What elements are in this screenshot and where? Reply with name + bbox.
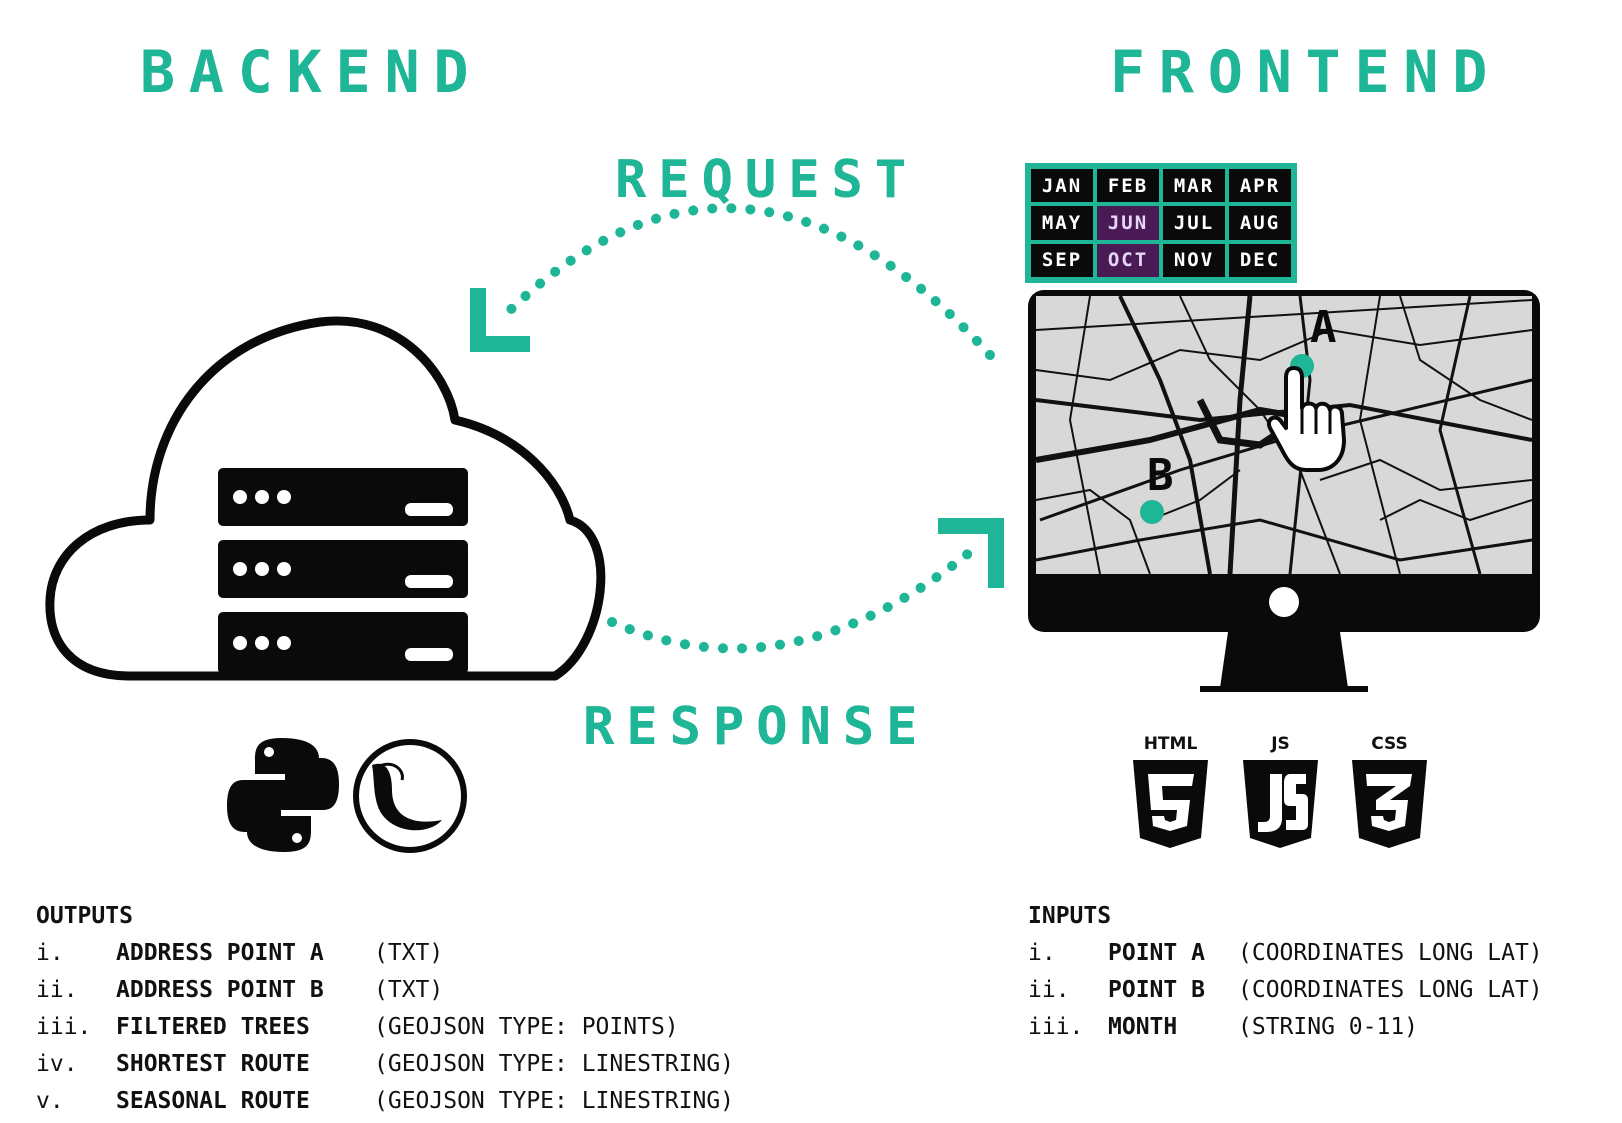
list-item-key: ADDRESS POINT B	[116, 977, 324, 1003]
list-item-key: POINT B	[1108, 977, 1205, 1003]
css3-icon	[1352, 760, 1427, 848]
month-cell-sep[interactable]: SEP	[1031, 243, 1093, 277]
list-item-number: iv.	[36, 1051, 78, 1077]
server-unit-2	[218, 540, 468, 598]
list-item-value: (TXT)	[374, 977, 444, 1003]
month-cell-oct[interactable]: OCT	[1097, 243, 1159, 277]
list-item-key: SEASONAL ROUTE	[116, 1088, 310, 1114]
list-item-number: iii.	[36, 1014, 92, 1040]
month-cell-apr[interactable]: APR	[1229, 169, 1291, 203]
month-cell-nov[interactable]: NOV	[1163, 243, 1225, 277]
list-item: iii. FILTERED TREES (GEOJSON TYPE: POINT…	[36, 1009, 734, 1046]
list-item-value: (COORDINATES LONG LAT)	[1238, 977, 1543, 1003]
request-arrowhead-icon	[470, 288, 530, 352]
list-item-key: SHORTEST ROUTE	[116, 1051, 310, 1077]
list-item-number: i.	[1028, 940, 1056, 966]
flask-icon	[353, 739, 467, 853]
css-label: CSS	[1371, 734, 1408, 754]
month-cell-mar[interactable]: MAR	[1163, 169, 1225, 203]
response-arrowhead-icon	[938, 518, 1004, 588]
list-item-value: (GEOJSON TYPE: POINTS)	[374, 1014, 679, 1040]
html5-icon	[1133, 760, 1208, 848]
inputs-list: INPUTS i. POINT A (COORDINATES LONG LAT)…	[1028, 898, 1543, 1046]
list-item-key: POINT A	[1108, 940, 1205, 966]
list-item: i. ADDRESS POINT A (TXT)	[36, 935, 734, 972]
response-label: RESPONSE	[583, 697, 930, 757]
js-icon	[1243, 760, 1318, 848]
list-item-key: FILTERED TREES	[116, 1014, 310, 1040]
outputs-list: OUTPUTS i. ADDRESS POINT A (TXT) ii. ADD…	[36, 898, 734, 1120]
server-unit-3	[218, 612, 468, 674]
month-cell-jul[interactable]: JUL	[1163, 206, 1225, 240]
month-cell-feb[interactable]: FEB	[1097, 169, 1159, 203]
list-item: ii. POINT B (COORDINATES LONG LAT)	[1028, 972, 1543, 1009]
month-cell-dec[interactable]: DEC	[1229, 243, 1291, 277]
map-point-a-label: A	[1310, 302, 1337, 353]
month-cell-jan[interactable]: JAN	[1031, 169, 1093, 203]
month-cell-aug[interactable]: AUG	[1229, 206, 1291, 240]
list-item-value: (COORDINATES LONG LAT)	[1238, 940, 1543, 966]
server-unit-1	[218, 468, 468, 526]
list-item-value: (STRING 0-11)	[1238, 1014, 1419, 1040]
month-cell-may[interactable]: MAY	[1031, 206, 1093, 240]
list-item-number: iii.	[1028, 1014, 1084, 1040]
outputs-heading: OUTPUTS	[36, 903, 133, 929]
list-item: v. SEASONAL ROUTE (GEOJSON TYPE: LINESTR…	[36, 1083, 734, 1120]
request-label: REQUEST	[615, 150, 919, 210]
hand-cursor-icon	[1267, 366, 1346, 472]
list-item-key: MONTH	[1108, 1014, 1178, 1040]
html-label: HTML	[1143, 734, 1198, 754]
response-arrow-path	[607, 543, 980, 654]
frontend-title: FRONTEND	[1110, 38, 1502, 106]
month-cell-jun[interactable]: JUN	[1097, 206, 1159, 240]
request-arrow-path	[495, 203, 995, 360]
inputs-heading: INPUTS	[1028, 903, 1112, 929]
list-item: iii. MONTH (STRING 0-11)	[1028, 1009, 1543, 1046]
monitor-icon	[1028, 290, 1540, 692]
list-item: ii. ADDRESS POINT B (TXT)	[36, 972, 734, 1009]
list-item-value: (GEOJSON TYPE: LINESTRING)	[374, 1088, 735, 1114]
map-point-b-marker	[1140, 500, 1164, 524]
python-icon	[227, 738, 339, 852]
cloud-server-icon	[45, 316, 606, 681]
list-item: i. POINT A (COORDINATES LONG LAT)	[1028, 935, 1543, 972]
list-item-number: i.	[36, 940, 64, 966]
list-item-value: (GEOJSON TYPE: LINESTRING)	[374, 1051, 735, 1077]
list-item: iv. SHORTEST ROUTE (GEOJSON TYPE: LINEST…	[36, 1046, 734, 1083]
js-label: JS	[1271, 734, 1290, 754]
list-item-number: v.	[36, 1088, 64, 1114]
list-item-number: ii.	[1028, 977, 1070, 1003]
list-item-number: ii.	[36, 977, 78, 1003]
backend-title: BACKEND	[140, 38, 483, 106]
list-item-value: (TXT)	[374, 940, 444, 966]
list-item-key: ADDRESS POINT A	[116, 940, 324, 966]
map-point-b-label: B	[1147, 450, 1174, 501]
